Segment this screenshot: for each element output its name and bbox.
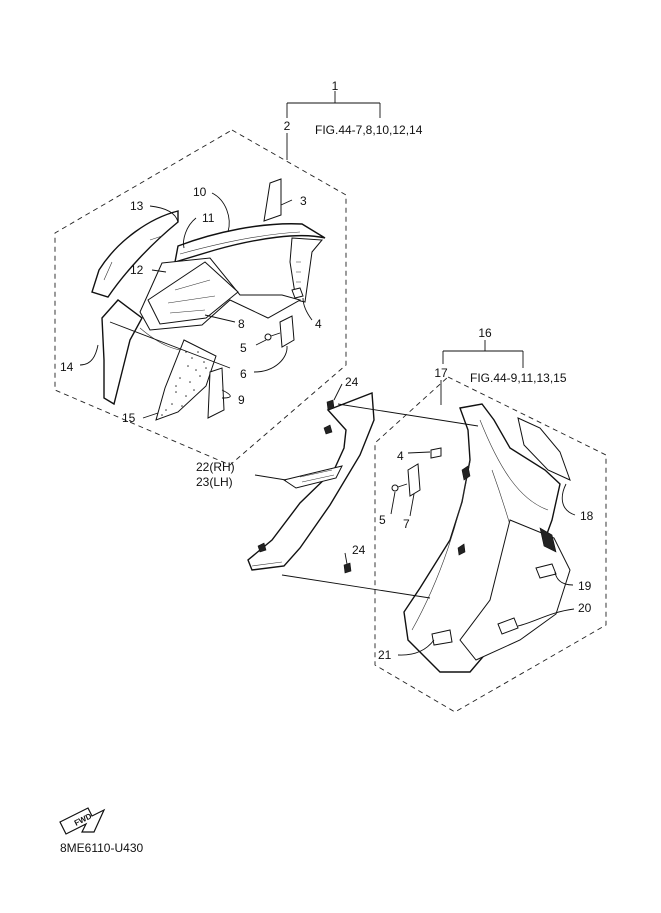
part-20-vent-grille xyxy=(539,527,557,553)
callout-20: 20 xyxy=(578,601,592,615)
part-4-fastener-right xyxy=(430,447,442,459)
bracket-1 xyxy=(286,91,381,160)
callout-21: 21 xyxy=(378,648,392,662)
part-20-reflector xyxy=(497,617,519,635)
part-10-upper-trim xyxy=(174,223,326,264)
callout-4-left: 4 xyxy=(315,317,322,331)
part-15-mesh-panel xyxy=(155,339,217,421)
part-15-mesh-dots xyxy=(161,351,207,416)
callout-3: 3 xyxy=(300,194,307,208)
part-8-inner-panel xyxy=(147,261,239,325)
callout-23-lh: 23(LH) xyxy=(196,475,233,489)
callout-8: 8 xyxy=(238,317,245,331)
bracket-16 xyxy=(440,340,524,405)
leader-lines xyxy=(79,192,576,656)
part-side-fasteners xyxy=(296,261,301,283)
left-assembly-boundary xyxy=(54,129,347,466)
callout-2: 2 xyxy=(284,119,291,133)
part-7-clip xyxy=(407,463,421,497)
part-side-cover-vent xyxy=(282,465,343,489)
part-5-screw xyxy=(264,332,281,341)
callout-5-left: 5 xyxy=(240,341,247,355)
callout-17: 17 xyxy=(434,366,448,380)
part-24-clip-bottom xyxy=(343,562,352,574)
callout-7: 7 xyxy=(403,517,410,531)
part-5-screw-right xyxy=(391,483,408,492)
part-left-arm xyxy=(101,299,143,406)
callout-9: 9 xyxy=(238,393,245,407)
part-4-fastener xyxy=(291,287,304,299)
callout-10: 10 xyxy=(193,185,207,199)
callout-19: 19 xyxy=(578,579,592,593)
callout-22-rh: 22(RH) xyxy=(196,460,235,474)
callout-5-right: 5 xyxy=(379,513,386,527)
part-19-reflector xyxy=(535,563,557,579)
callout-15: 15 xyxy=(122,411,136,425)
assembly-lines xyxy=(109,321,479,599)
part-24-clip-top xyxy=(326,399,335,411)
callout-13: 13 xyxy=(130,199,144,213)
part-right-tabs xyxy=(457,465,471,556)
part-6-clip xyxy=(279,315,295,348)
callout-16: 16 xyxy=(478,326,492,340)
callout-6: 6 xyxy=(240,367,247,381)
part-3-bracket xyxy=(263,178,282,222)
part-side-panel xyxy=(289,237,324,303)
ref-right-figures: FIG.44-9,11,13,15 xyxy=(470,371,567,385)
part-side-cover-vent-lines xyxy=(299,469,335,483)
part-13-cowl xyxy=(91,210,179,298)
part-18-flap xyxy=(517,417,571,481)
callout-14: 14 xyxy=(60,360,74,374)
part-8-hatch xyxy=(167,279,216,314)
part-side-cover-edge xyxy=(251,561,283,567)
part-22-23-side-cover xyxy=(247,392,375,571)
callout-11: 11 xyxy=(202,211,215,225)
callout-24-bottom: 24 xyxy=(352,543,366,557)
ref-left-figures: FIG.44-7,8,10,12,14 xyxy=(315,123,423,137)
part-side-cover-tabs xyxy=(257,424,333,553)
fwd-arrow-icon: FWD xyxy=(59,807,106,835)
callout-24-top: 24 xyxy=(345,375,359,389)
part-13-detail xyxy=(103,235,163,281)
callout-1: 1 xyxy=(332,79,339,93)
callout-18: 18 xyxy=(580,509,594,523)
part-20-lower-panel xyxy=(459,519,571,661)
callout-4-right: 4 xyxy=(397,449,404,463)
part-11-trim-strip xyxy=(179,231,301,255)
diagram-code: 8ME6110-U430 xyxy=(60,841,143,855)
part-9-plate xyxy=(207,367,225,419)
callout-12: 12 xyxy=(130,263,144,277)
